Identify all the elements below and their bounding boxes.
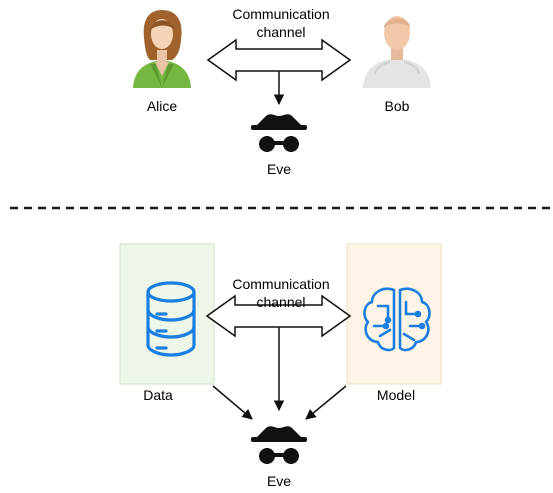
model-to-eve-arrow bbox=[305, 385, 347, 420]
database-icon bbox=[146, 281, 196, 357]
alice-label: Alice bbox=[146, 98, 178, 114]
bottom-bidirectional-arrow bbox=[205, 294, 352, 338]
top-bidirectional-arrow bbox=[206, 38, 352, 82]
bottom-channel-label-line2: channel bbox=[256, 294, 306, 310]
bottom-eve-label: Eve bbox=[266, 473, 292, 489]
data-to-eve-arrow bbox=[212, 385, 253, 420]
top-channel-label-line2: channel bbox=[256, 24, 306, 40]
brain-circuit-icon bbox=[363, 287, 431, 352]
top-eve-label: Eve bbox=[266, 161, 292, 177]
eve-icon bbox=[251, 114, 307, 152]
data-label: Data bbox=[143, 387, 173, 403]
bottom-channel-label-line1: Communication bbox=[232, 276, 330, 292]
top-channel-label-line1: Communication bbox=[232, 6, 330, 22]
alice-icon bbox=[133, 10, 191, 88]
eve-icon bbox=[251, 426, 307, 464]
bob-icon bbox=[363, 16, 431, 88]
bob-label: Bob bbox=[384, 98, 410, 114]
model-label: Model bbox=[376, 387, 416, 403]
